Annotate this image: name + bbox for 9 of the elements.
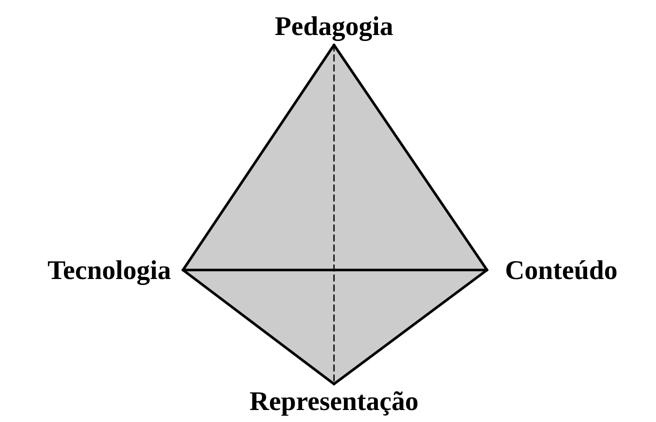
vertex-label: Tecnologia: [47, 254, 171, 286]
vertex-label: Representação: [250, 386, 418, 417]
vertex-label: Conteúdo: [505, 254, 618, 286]
edge-line: [182, 268, 488, 272]
edge-line: [332, 268, 488, 386]
edge-line: [182, 268, 336, 386]
edge-line: [332, 44, 488, 272]
vertex-label: Pedagogia: [274, 11, 394, 42]
edge-line: [182, 44, 336, 272]
